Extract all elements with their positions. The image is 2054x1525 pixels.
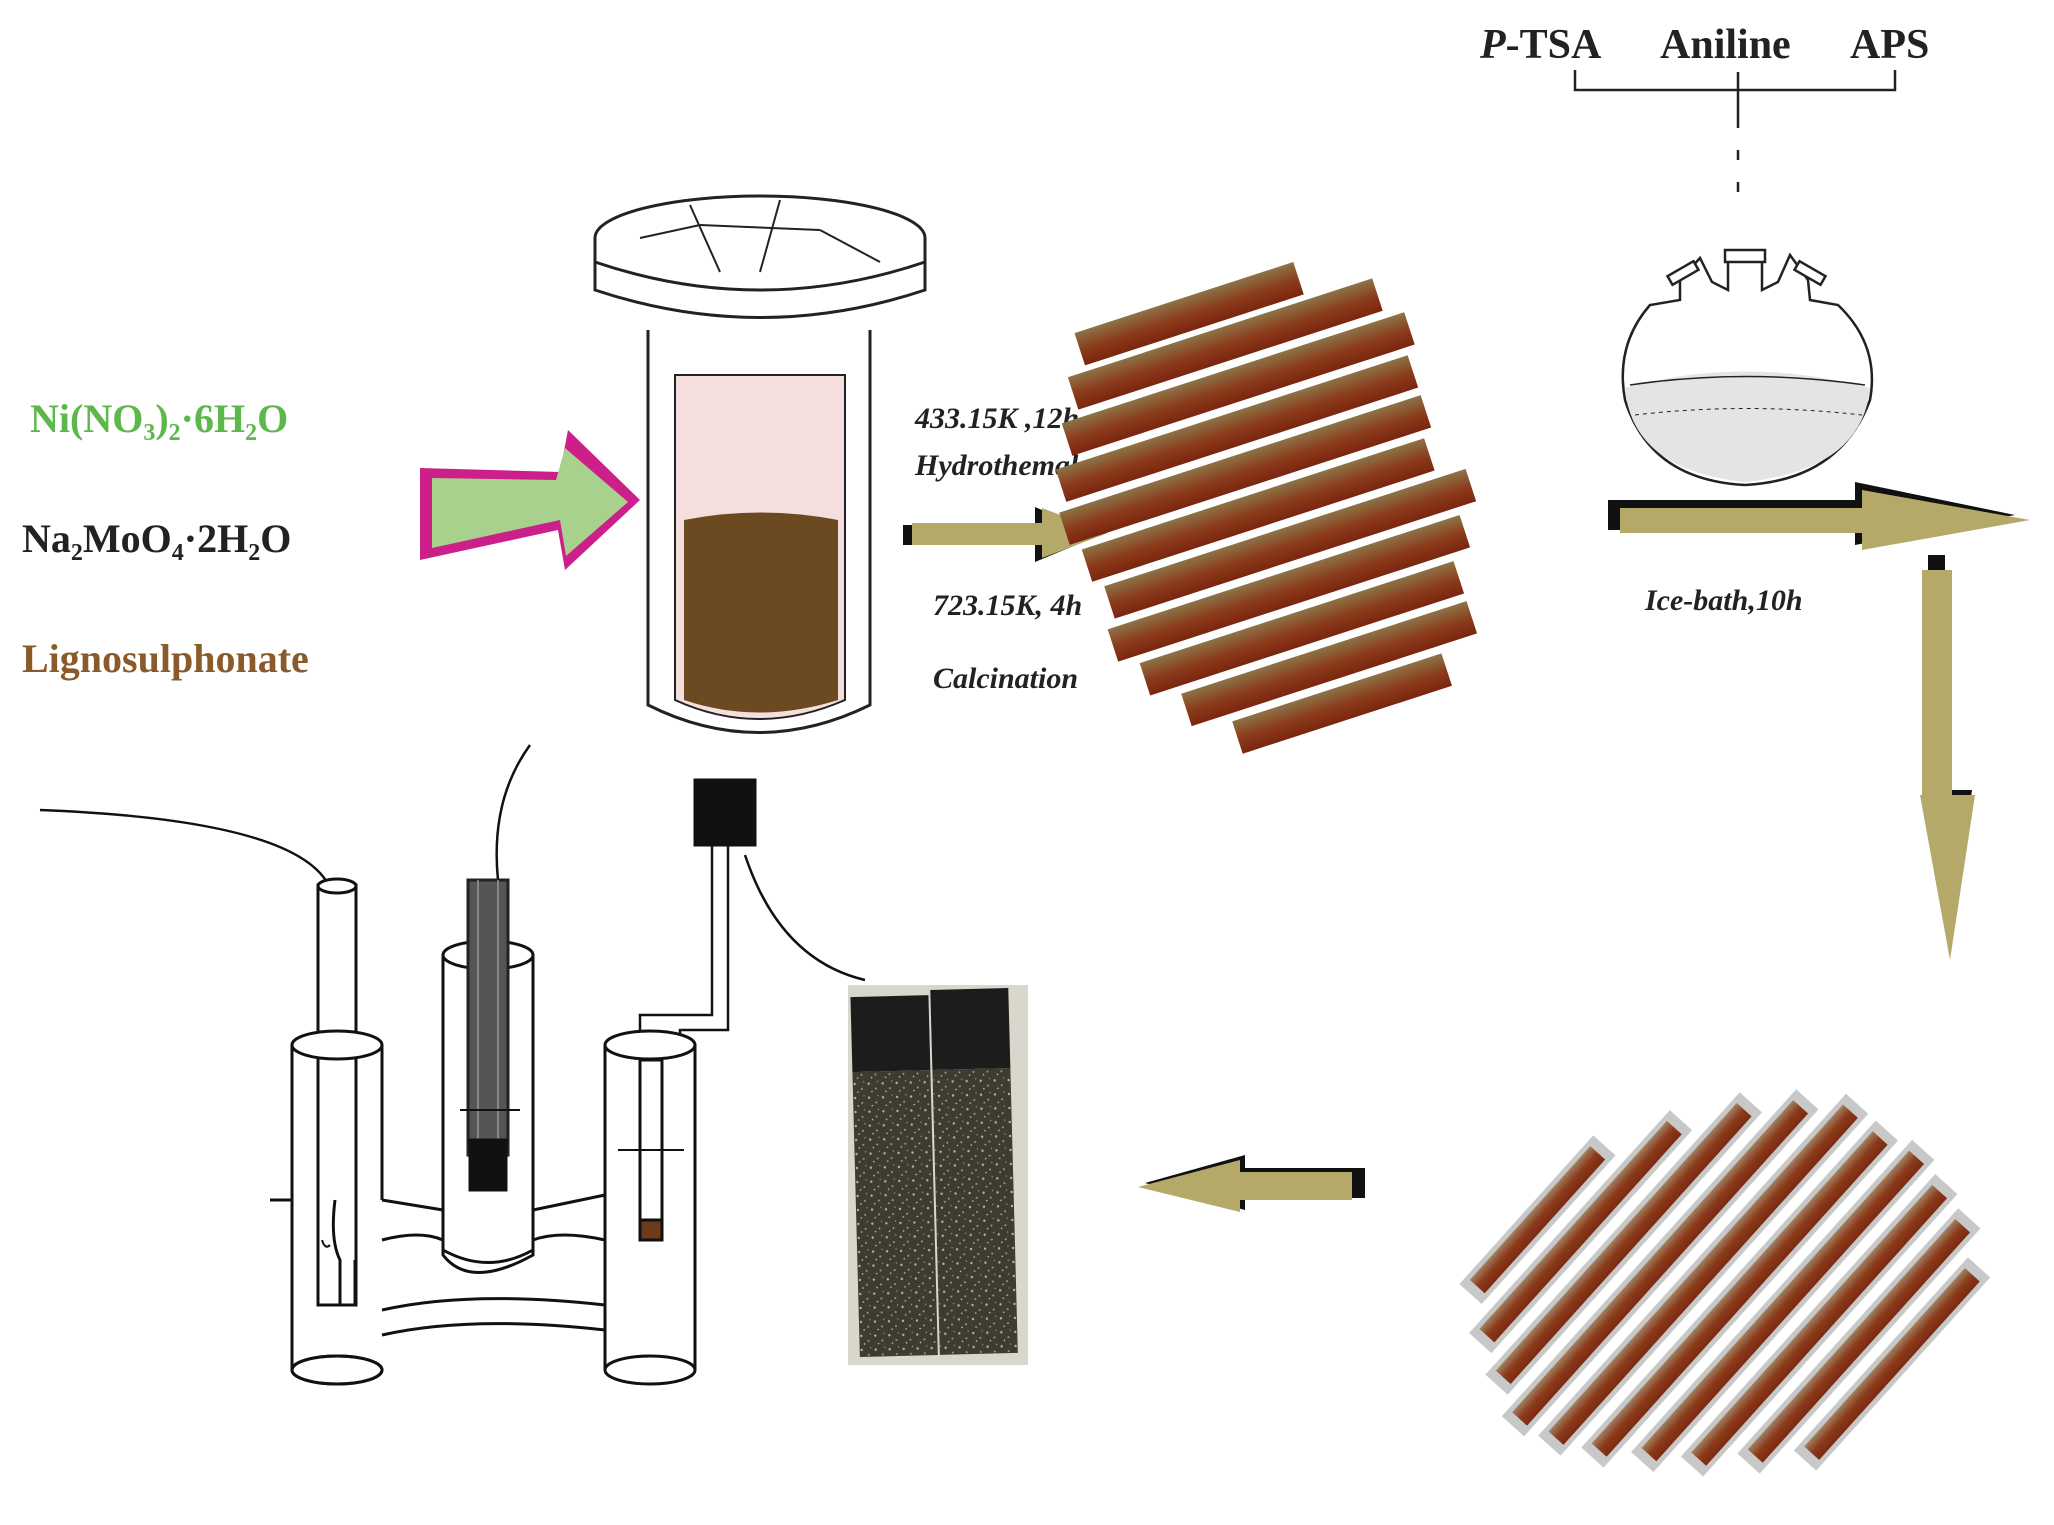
coated-rod [1680,1174,1958,1477]
nanorod [1067,278,1383,410]
coated-rod [1538,1093,1869,1456]
nanorod [1081,438,1435,582]
nanorod [1107,515,1471,662]
three-neck-flask [1621,248,1874,487]
reagent-lignosulphonate: Lignosulphonate [22,636,309,681]
calcination-label: Calcination [933,662,1078,695]
nanorod [1104,468,1477,619]
coated-rod [1737,1208,1981,1474]
coated-rod [1793,1257,1991,1471]
reagent-aps: APS [1850,22,1929,68]
arrow-down [1920,555,1975,960]
hydrothermal-label: Hydrothemal [914,449,1079,482]
reagent-sodium-molybdate: Na2MoO4·2H2O [22,516,291,566]
arrow-left [1138,1155,1365,1212]
coated-rod [1501,1089,1819,1437]
nanorod [1181,601,1478,727]
nanorod [1074,262,1304,366]
big-input-arrow [420,430,640,570]
reagent-ptsa: P-TSA [1479,22,1602,68]
arrow-ice-bath [1608,482,2030,550]
calcination-conditions: 723.15K, 4h [933,589,1082,622]
nanorod [1232,653,1452,754]
coated-rod [1581,1120,1899,1468]
nanorod [1055,355,1419,502]
reagent-ni-nitrate: Ni(NO3)2·6H2O [30,396,288,446]
reagent-aniline: Aniline [1660,22,1791,68]
hydrothermal-conditions: 433.15K ,12h [914,402,1079,435]
reagent-bracket [1573,70,1897,192]
autoclave [593,194,927,734]
coated-rod [1469,1110,1693,1354]
coated-rod [1459,1135,1616,1305]
nanorod [1139,561,1465,696]
electrode-photo [848,985,1028,1365]
arrow-to-rods [903,507,1108,562]
ice-bath-condition: Ice-bath,10h [1644,584,1803,617]
coated-rod [1485,1092,1762,1395]
three-electrode-cell [39,744,866,1386]
coated-nanorods-cluster [1459,1089,1991,1477]
nanorod [1061,312,1415,456]
nanorods-cluster [1055,262,1478,754]
coated-rod [1631,1139,1935,1473]
nanorod [1059,395,1432,545]
